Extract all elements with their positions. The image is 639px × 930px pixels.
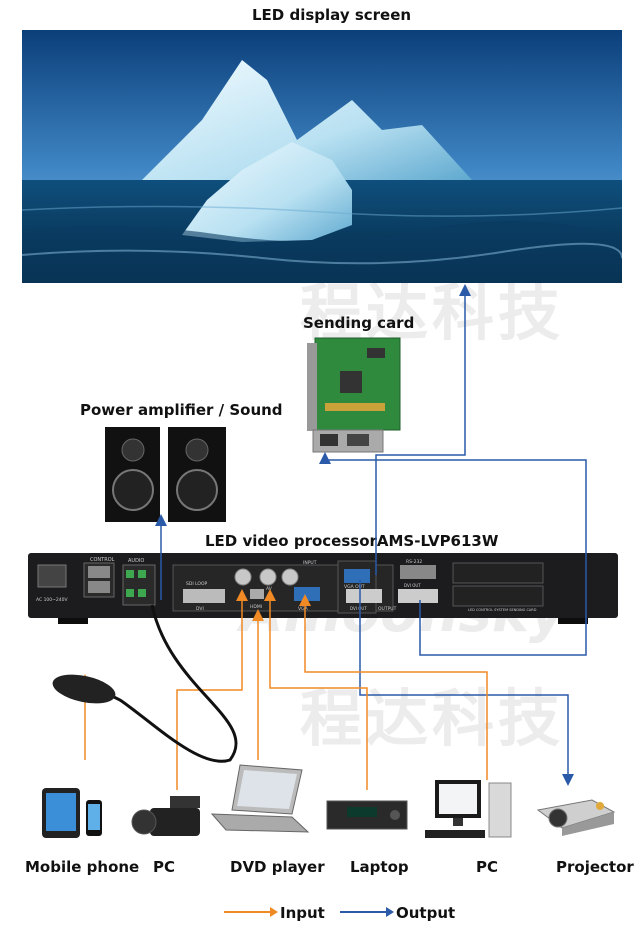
panel-input-label: INPUT (303, 560, 317, 566)
panel-audio-label: AUDIO (128, 558, 144, 564)
laptop-image (210, 762, 310, 837)
output-line-sending-card (319, 452, 587, 656)
panel-dvi-out2-label: DVI OUT (404, 583, 421, 588)
dvd-player-image (325, 795, 410, 835)
led-screen-title: LED display screen (252, 6, 412, 24)
device-label-laptop: Laptop (350, 858, 409, 876)
power-amp-title: Power amplifier / Sound (80, 401, 283, 419)
panel-vga-label: VGA (298, 606, 309, 612)
input-line-laptop (264, 589, 368, 790)
input-line-pc (299, 594, 488, 780)
sending-card-title: Sending card (303, 314, 415, 332)
watermark-chinese-top: 程达科技 (300, 276, 565, 349)
device-label-mobile: Mobile phone (25, 858, 140, 876)
panel-sdi-loop-label: SDI LOOP (186, 581, 208, 587)
panel-vga-out-label: VGA OUT (344, 584, 365, 590)
speakers-image (103, 425, 233, 525)
panel-dvi-out1-label: DVI OUT (350, 606, 367, 611)
input-line-camera (176, 589, 248, 790)
panel-ac-label: AC 100~240V (36, 597, 69, 603)
camera-image (130, 790, 215, 845)
sending-card-image (305, 333, 405, 458)
output-line-led (375, 284, 471, 575)
audio-cable (99, 604, 238, 763)
projector-image (532, 782, 617, 837)
legend-output (340, 907, 394, 917)
watermark-chinese-bottom: 程达科技 (300, 682, 565, 755)
wireless-dongle-image (48, 672, 120, 706)
panel-sending-card-label: LED CONTROL SYSTEM SENDING CARD (468, 608, 537, 612)
panel-control-label: CONTROL (90, 557, 115, 563)
iceberg-image (21, 30, 623, 283)
processor-title: LED video processorAMS-LVP613W (205, 532, 499, 550)
device-label-pc-camera: PC (153, 858, 176, 876)
device-label-projector: Projector (556, 858, 634, 876)
mobile-phone-image (40, 785, 110, 840)
device-label-dvd: DVD player (230, 858, 325, 876)
device-label-pc-monitor: PC (476, 858, 499, 876)
panel-rs232-label: RS-232 (406, 559, 422, 565)
legend-input (224, 907, 278, 917)
pc-monitor-image (425, 775, 515, 843)
led-display-screen (21, 30, 623, 283)
legend-output-label: Output (396, 904, 456, 922)
legend-input-label: Input (280, 904, 325, 922)
output-line-projector (359, 580, 574, 786)
panel-dvi-label: DVI (196, 606, 204, 612)
panel-hdmi-label: HDMI (250, 604, 262, 610)
processor-panel: CONTROL AUDIO AC 100~240V SDI LOOP DVI H… (28, 553, 618, 625)
panel-output-label: OUTPUT (378, 606, 397, 612)
